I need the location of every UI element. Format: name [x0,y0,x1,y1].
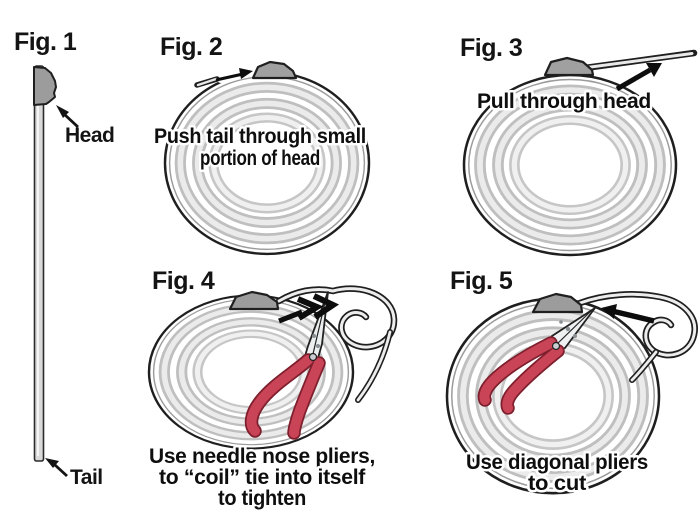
fig1-head-arrowhead [56,105,69,118]
fig4-title: Fig. 4 [152,267,215,295]
fig1-group: Fig. 1 Head Tail [14,28,115,489]
fig2-tail-end-fill [196,77,218,87]
fig4-arrow-chevron-1 [296,296,324,321]
fig1-tie-head [33,66,57,106]
fig4-pliers-jaw-hole-1 [312,334,316,338]
fig2-arrowhead [239,68,253,79]
fig5-tail-strand-fill [630,350,658,382]
fig1-head-arrow-shaft [63,112,79,129]
fig5-pliers-jaw-seam [555,309,593,346]
fig3-caption-line1: Pull through head [477,90,651,113]
fig1-head-label: Head [65,124,114,147]
fig5-arrow-shaft [611,308,655,324]
fig4-arrow-chevron-2 [312,293,340,320]
fig1-tail-arrow-shaft [54,463,68,478]
fig4-caption-line2: to “coil” tie into itself [159,466,366,489]
fig5-pliers-jaw-hole-2 [573,334,577,338]
fig5-title: Fig. 5 [450,267,513,295]
fig4-caption-line1: Use needle nose pliers, [149,445,375,468]
fig5-tie-head [531,292,584,314]
fig3-pulled-tail-fill [585,52,694,69]
fig3-tie-head [543,56,595,77]
fig4-caption-line3: to tighten [218,487,306,510]
fig5-caption-line2: to cut [528,472,586,495]
fig2-title: Fig. 2 [160,33,222,61]
fig3-group: Fig. 3 Pull through head [460,34,698,255]
fig5-tail-curl-fill [578,292,697,357]
fig1-tail-arrowhead [45,458,59,468]
fig3-title: Fig. 3 [460,34,522,62]
fig5-caption-line1: Use diagonal pliers [466,451,648,474]
fig5-arrowhead [601,304,617,319]
fig4-pliers-pivot [308,352,318,362]
fig4-pliers-jaw-hole-2 [316,344,320,348]
fig5-pliers-pivot [551,341,561,351]
fig1-title: Fig. 1 [14,28,77,56]
fig1-tail-label: Tail [70,466,103,489]
fig4-pliers-right-handle [289,358,324,438]
fig5-pliers-jaw-hole-3 [559,320,563,324]
fig2-arrow-shaft [215,72,244,82]
fig4-pliers-left-handle [246,355,313,436]
fig3-arrow-shaft [615,67,652,92]
fig2-group: Fig. 2 Push tail through small portion o… [152,33,369,254]
fig4-tail-strand-fill [356,330,392,402]
fig4-tail-strand-outline [355,329,393,403]
fig5-pliers-upper-handle [479,338,556,405]
fig4-arrow-shaft [278,309,303,324]
fig5-pliers-jaw-hole-1 [565,326,571,332]
fig4-tie-head [228,290,280,311]
fig4-group: Fig. 4 Use needle nose pliers, to “coil”… [149,267,398,513]
fig2-tie-head [251,60,298,80]
fig2-caption-line2: portion of head [200,147,320,170]
fig2-caption-line1: Push tail through small [154,125,366,148]
fig5-pliers-lower-handle [502,346,563,413]
fig3-arrowhead [646,63,662,77]
fig5-group: Fig. 5 Use diagonal pliers to cut [447,267,698,495]
